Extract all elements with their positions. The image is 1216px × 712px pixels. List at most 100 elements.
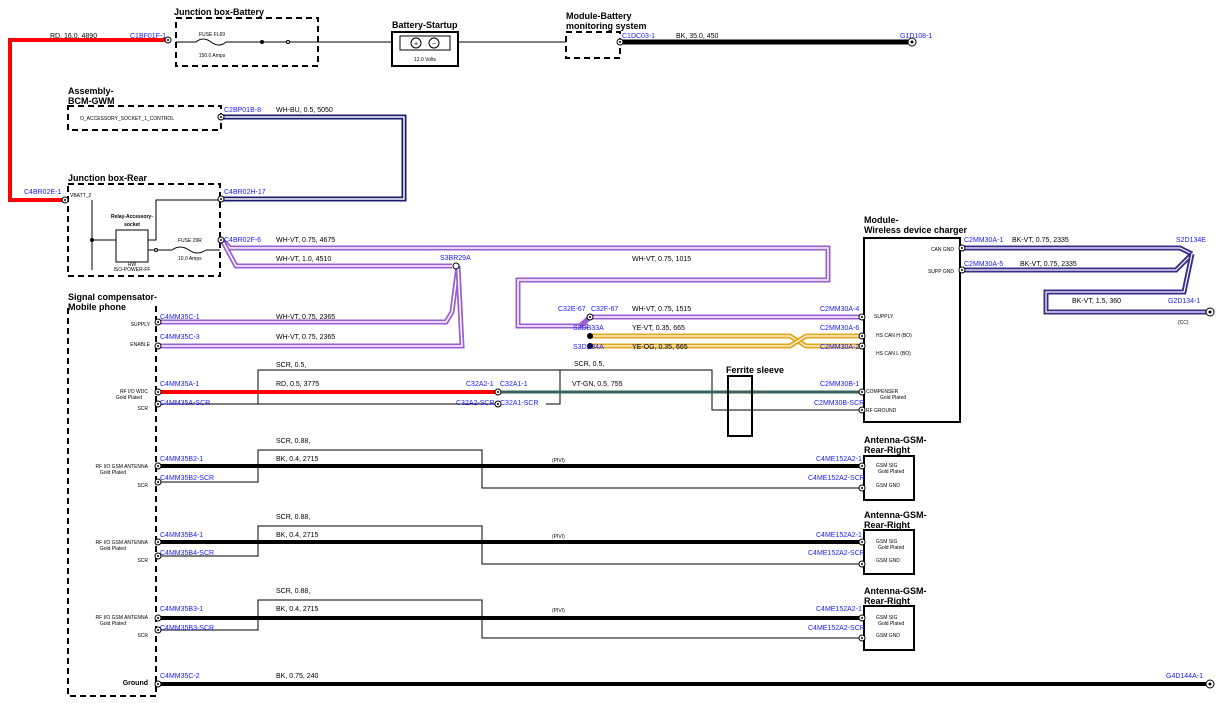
title-module-wdc-2: Wireless device charger [864, 225, 967, 235]
wire-whvt-group [158, 238, 862, 349]
label-pivi-3: (PIVI) [552, 608, 565, 614]
conn-c4me152a21-1: C4ME152A2-1 [816, 456, 862, 463]
conn-c32a21: C32A2-1 [466, 381, 494, 388]
title-antenna-1a: Antenna-GSM- [864, 435, 927, 445]
label-fuse-29r-amps: 10.0 Amps [178, 256, 202, 262]
conn-c4mm35c3: C4MM35C-3 [160, 334, 200, 341]
label-scr-2: SCR [137, 483, 148, 489]
wire-can-pair [590, 333, 862, 349]
label-gsm-gnd-3: GSM GND [876, 633, 900, 639]
conn-c2mm30bscr: C2MM30B-SCR [814, 400, 864, 407]
label-rf-gsm-3: RF I/O GSM ANTENNA [95, 615, 148, 621]
label-wdc-supply: SUPPLY [874, 314, 894, 320]
label-fuse-f69: FUSE FL69 [199, 32, 225, 38]
ground-g2d134 [1205, 307, 1215, 317]
junction-rear-box [67, 183, 221, 277]
battery-symbol: + − [410, 37, 440, 49]
title-assembly-1: Assembly- [68, 86, 114, 96]
module-wdc-box [863, 237, 961, 423]
conn-c4mm35b21: C4MM35B2-1 [160, 456, 203, 463]
label-gsm-gold-3: Gold Plated [878, 621, 904, 627]
label-rf-wdc-gold: Gold Plated [116, 395, 142, 401]
conn-c4mm35b4scr: C4MM35B4-SCR [160, 550, 214, 557]
title-antenna-3b: Rear-Right [864, 596, 910, 606]
conn-c4mm35ascr: C4MM35A-SCR [160, 400, 210, 407]
label-rf-gsm-1: RF I/O GSM ANTENNA [95, 464, 148, 470]
junction-battery-internals [176, 38, 318, 46]
splice-s3db33a [587, 333, 593, 339]
label-scr-4: SCR [137, 633, 148, 639]
label-gsm-gnd-2: GSM GND [876, 558, 900, 564]
conn-c32f67: C32F-67 [591, 306, 618, 313]
conn-c4br02e: C4BR02E-1 [24, 189, 61, 196]
label-gsm-gnd-1: GSM GND [876, 483, 900, 489]
title-signal-comp-1: Signal compensator- [68, 292, 157, 302]
conn-s3db33a: S3DB33A [573, 325, 604, 332]
splice-s3db34a [587, 343, 593, 349]
conn-c4me152a21-2: C4ME152A2-1 [816, 532, 862, 539]
spec-whbu: WH-BU, 0.5, 5050 [276, 107, 333, 114]
label-gsm-sig-1: GSM SIG [876, 463, 898, 469]
conn-g1d108: G1D108-1 [900, 33, 932, 40]
title-module-battery-1: Module-Battery [566, 11, 632, 21]
label-fuse-29r: FUSE 29R [178, 238, 202, 244]
label-gsm-gold-2: Gold Plated [878, 545, 904, 551]
spec-whvt-1015: WH-VT, 0.75, 1015 [632, 256, 691, 263]
spec-bk-240: BK, 0.75, 240 [276, 673, 319, 680]
spec-scr-088-3: SCR, 0.88, [276, 588, 310, 595]
title-antenna-3a: Antenna-GSM- [864, 586, 927, 596]
relay-box [115, 229, 149, 263]
conn-c4br02h: C4BR02H-17 [224, 189, 266, 196]
title-antenna-2b: Rear-Right [864, 520, 910, 530]
conn-c32a2scr: C32A2-SCR [456, 400, 495, 407]
conn-c4br02f: C4BR02F-6 [224, 237, 261, 244]
battery-inner [399, 35, 451, 51]
conn-s3db34a: S3DB34A [573, 344, 604, 351]
title-relay-1: Relay-Accessory- [111, 214, 153, 220]
wire-rd-16 [8, 38, 168, 202]
label-scr-1: SCR [137, 406, 148, 412]
conn-c2mm30a2: C2MM30A-2 [820, 344, 859, 351]
conn-c4mm35b31: C4MM35B3-1 [160, 606, 203, 613]
spec-bkvt-360: BK-VT, 1.5, 360 [1072, 298, 1121, 305]
label-gsm-sig-3: GSM SIG [876, 615, 898, 621]
conn-g4d144a: G4D144A-1 [1166, 673, 1203, 680]
antenna-box-2 [863, 529, 915, 575]
battery-startup-box [391, 31, 459, 67]
title-relay-2: socket [124, 222, 140, 228]
svg-text:+: + [414, 41, 418, 48]
label-gsm-sig-2: GSM SIG [876, 539, 898, 545]
conn-c4mm35c2: C4MM35C-2 [160, 673, 200, 680]
title-antenna-1b: Rear-Right [864, 445, 910, 455]
label-hs-can-l: HS CAN L (BO) [876, 351, 911, 357]
spec-bk-35: BK, 35.0, 450 [676, 33, 719, 40]
conn-c4me152a2scr-1: C4ME152A2-SCR [808, 475, 865, 482]
spec-bk-2715-1: BK, 0.4, 2715 [276, 456, 319, 463]
label-rf-gsm-1-gold: Gold Plated [100, 470, 126, 476]
module-battery-box [565, 31, 621, 59]
conn-c4me152a2scr-3: C4ME152A2-SCR [808, 625, 865, 632]
title-antenna-2a: Antenna-GSM- [864, 510, 927, 520]
spec-rd-16: RD, 16.0, 4890 [50, 33, 97, 40]
label-rf-gsm-3-gold: Gold Plated [100, 621, 126, 627]
spec-whvt-2365-2: WH-VT, 0.75, 2365 [276, 334, 335, 341]
label-battery-volts: 12.0 Volts [414, 57, 436, 63]
spec-scr-088-2: SCR, 0.88, [276, 514, 310, 521]
label-fuse-f69-amps: 150.0 Amps [199, 53, 226, 59]
antenna-box-3 [863, 605, 915, 651]
label-pivi-2: (PIVI) [552, 534, 565, 540]
label-vbatt: VBATT_2 [70, 193, 92, 199]
conn-c2mm30a6: C2MM30A-6 [820, 325, 859, 332]
conn-s3br29a: S3BR29A [440, 255, 471, 262]
label-hs-can-h: HS CAN H (BO) [876, 333, 912, 339]
label-sc-supply: SUPPLY [131, 322, 151, 328]
title-module-battery-2: monitoring system [566, 21, 647, 31]
ground-g1d108 [907, 37, 917, 47]
svg-text:−: − [432, 41, 436, 48]
conn-c2mm30a1: C2MM30A-1 [964, 237, 1003, 244]
spec-whvt-1515: WH-VT, 0.75, 1515 [632, 306, 691, 313]
label-accessory-control: O_ACCESSORY_SOCKET_1_CONTROL [80, 116, 174, 122]
label-supp-gnd: SUPP GND [928, 269, 954, 275]
title-signal-comp-2: Mobile phone [68, 302, 126, 312]
label-scr-3: SCR [137, 558, 148, 564]
